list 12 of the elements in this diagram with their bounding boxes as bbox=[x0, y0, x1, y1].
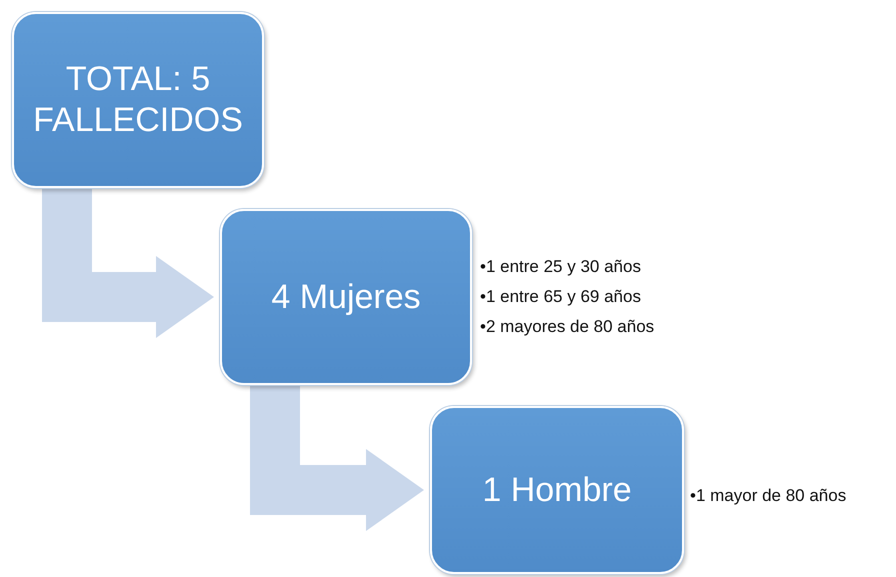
bent-arrow bbox=[250, 386, 424, 531]
box-title: TOTAL: 5 FALLECIDOS bbox=[32, 59, 244, 141]
bent-arrow bbox=[42, 189, 214, 338]
bullet-item: •1 mayor de 80 años bbox=[690, 485, 846, 507]
process-box bbox=[12, 12, 264, 188]
box-title: 1 Hombre bbox=[481, 470, 633, 510]
box-title: 4 Mujeres bbox=[270, 276, 422, 318]
process-box bbox=[220, 209, 472, 385]
process-box bbox=[430, 406, 684, 574]
bullet-item: •2 mayores de 80 años bbox=[480, 316, 654, 338]
bullet-item: •1 entre 65 y 69 años bbox=[480, 286, 642, 308]
bullet-item: •1 entre 25 y 30 años bbox=[480, 256, 642, 278]
